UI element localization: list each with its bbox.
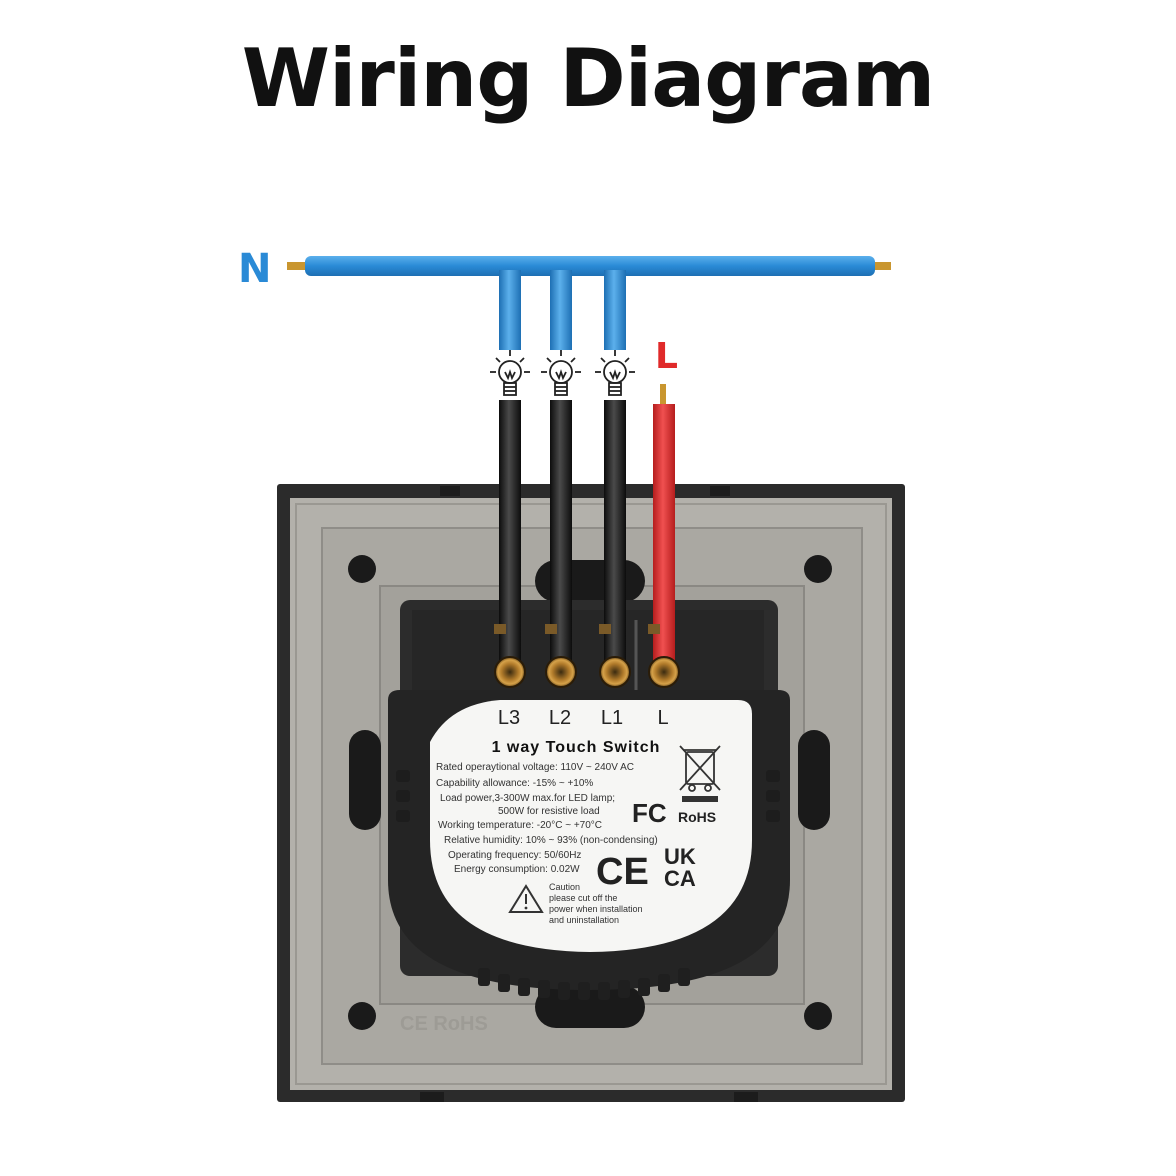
caution-title: Caution — [549, 882, 580, 892]
label-spec: 500W for resistive load — [498, 806, 600, 817]
lamp-icon — [595, 350, 635, 396]
ukca-mark-bottom: CA — [664, 866, 696, 891]
terminal-screw — [545, 656, 577, 688]
mount-hole — [804, 1002, 832, 1030]
label-spec: Load power,3-300W max.for LED lamp; — [440, 793, 615, 804]
load-wire-l1 — [604, 400, 626, 665]
terminal-labels: L3 L2 L1 L — [498, 707, 669, 729]
terminal-label-l: L — [657, 707, 668, 729]
neutral-drop — [550, 270, 572, 350]
label-spec: Capability allowance: -15% ~ +10% — [436, 778, 593, 789]
terminal-label-l2: L2 — [549, 707, 571, 729]
label-spec: Relative humidity: 10% ~ 93% (non-conden… — [444, 835, 658, 846]
load-wire-l2 — [550, 400, 572, 665]
mount-hole — [804, 555, 832, 583]
mount-hole — [348, 555, 376, 583]
mount-slot — [349, 730, 381, 830]
neutral-label: N — [238, 246, 271, 292]
load-wire-l3 — [499, 400, 521, 665]
label-title: 1 way Touch Switch — [492, 739, 661, 756]
terminal-label-l1: L1 — [601, 707, 623, 729]
weee-bin-icon — [679, 745, 721, 792]
mount-slot — [798, 730, 830, 830]
switch-module — [388, 600, 790, 1000]
label-spec: Working temperature: -20°C ~ +70°C — [438, 820, 602, 831]
terminal-screws — [494, 624, 680, 688]
terminal-screw — [494, 656, 526, 688]
neutral-wire: N — [238, 246, 891, 350]
caution-icon — [508, 884, 544, 913]
label-text: 1 way Touch Switch Rated operaytional vo… — [436, 739, 721, 925]
label-spec: Rated operaytional voltage: 110V ~ 240V … — [436, 762, 634, 773]
live-wire: L — [653, 336, 678, 664]
lamp-icon — [490, 350, 530, 396]
ce-mark: CE — [596, 851, 649, 893]
neutral-drop — [499, 270, 521, 350]
caution-line: and uninstallation — [549, 915, 619, 925]
ukca-mark-top: UK — [664, 844, 696, 869]
load-wires — [499, 400, 626, 665]
lamps — [490, 350, 635, 396]
caution-line: power when installation — [549, 904, 643, 914]
label-spec: Operating frequency: 50/60Hz — [448, 850, 581, 861]
lamp-icon — [541, 350, 581, 396]
rohs-mark: RoHS — [678, 809, 716, 825]
page-title: Wiring Diagram — [241, 32, 935, 125]
product-label — [430, 700, 752, 952]
fcc-mark: FC — [632, 798, 667, 828]
frame-emboss: CE RoHS — [400, 1013, 488, 1035]
terminal-label-l3: L3 — [498, 707, 520, 729]
terminal-screw — [599, 656, 631, 688]
live-label: L — [655, 336, 678, 377]
terminal-screw — [648, 656, 680, 688]
neutral-drop — [604, 270, 626, 350]
label-spec: Energy consumption: 0.02W — [454, 864, 580, 875]
caution-line: please cut off the — [549, 893, 617, 903]
mount-hole — [348, 1002, 376, 1030]
